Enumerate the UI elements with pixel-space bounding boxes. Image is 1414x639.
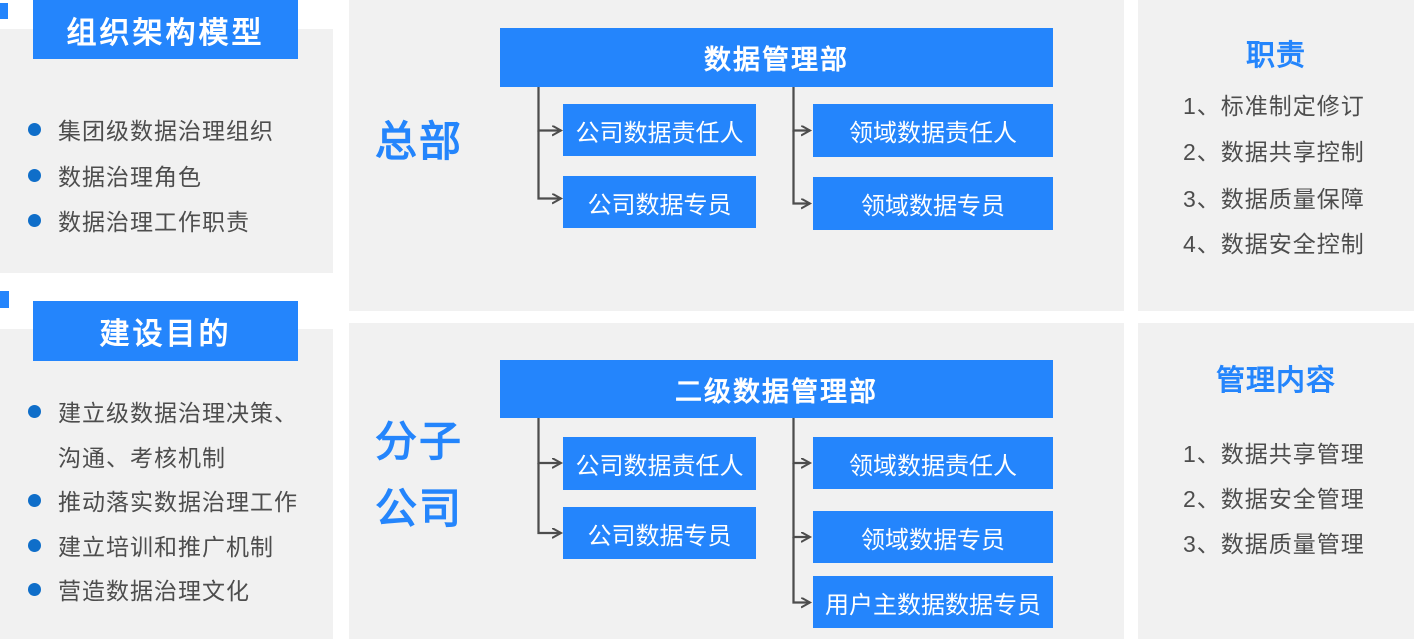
subsidiary-domain-data-specialist-node: 领域数据专员 [813,511,1053,563]
subsidiary-side-label-line2: 公司 [375,485,464,532]
accent-sliver-bottom [0,291,9,308]
subsidiary-org-chart-panel: 分子 公司 二级数据管理部 公司数据责任人 公司数据专员 领域数据责任人 领域数… [349,323,1124,639]
purpose-title: 建设目的 [99,318,232,351]
bullet-icon [28,122,41,136]
subsidiary-side-label-line1: 分子 [375,418,464,465]
hq-domain-data-owner-node: 领域数据责任人 [813,104,1053,157]
list-item-label: 集团级数据治理组织 [58,118,274,144]
subsidiary-company-data-owner-node: 公司数据责任人 [563,437,756,490]
architecture-header: 组织架构模型 [33,0,298,59]
hq-side-label: 总部 [375,118,464,165]
architecture-title: 组织架构模型 [66,16,265,50]
responsibilities-title: 职责 [1245,40,1306,72]
list-item: 建立培训和推广机制 [28,532,274,560]
list-item-label: 数据治理角色 [58,164,202,190]
list-item: 推动落实数据治理工作 [28,487,298,515]
list-item: 营造数据治理文化 [28,576,250,604]
numbered-item: 2、数据安全管理 [1183,486,1365,512]
bullet-icon [28,582,41,596]
bullet-icon [28,404,41,418]
hq-root-node: 数据管理部 [500,28,1053,87]
numbered-item: 2、数据共享控制 [1183,139,1365,165]
bullet-icon [28,493,41,507]
architecture-panel [0,29,333,273]
bullet-icon [28,213,41,227]
list-item-label: 建立级数据治理决策、 [58,400,298,426]
subsidiary-company-data-specialist-node: 公司数据专员 [563,507,756,559]
list-item: 集团级数据治理组织 [28,116,274,144]
purpose-panel [0,329,333,639]
hq-company-data-specialist-node: 公司数据专员 [563,176,756,228]
bullet-icon [28,538,41,552]
numbered-item: 1、标准制定修订 [1183,93,1365,119]
numbered-item: 4、数据安全控制 [1183,231,1365,257]
list-item-label: 建立培训和推广机制 [58,534,274,560]
management-content-panel: 管理内容 1、数据共享管理 2、数据安全管理 3、数据质量管理 [1138,323,1414,639]
subsidiary-side-label: 分子 公司 [375,408,463,542]
accent-sliver-top [0,3,8,19]
bullet-icon [28,168,41,182]
hq-org-chart-panel: 总部 数据管理部 公司数据责任人 公司数据专员 领域数据责任人 领域数据专员 [349,0,1124,311]
purpose-header: 建设目的 [33,301,298,361]
list-item-continuation: 沟通、考核机制 [58,443,226,471]
list-item: 建立级数据治理决策、 [28,398,298,426]
numbered-item: 3、数据质量管理 [1183,531,1365,557]
list-item-label: 沟通、考核机制 [58,445,226,471]
list-item: 数据治理角色 [28,162,202,190]
responsibilities-panel: 职责 1、标准制定修订 2、数据共享控制 3、数据质量保障 4、数据安全控制 [1138,0,1414,311]
connector-svg [537,87,1124,311]
subsidiary-domain-data-owner-node: 领域数据责任人 [813,437,1053,489]
numbered-item: 3、数据质量保障 [1183,186,1365,212]
subsidiary-user-masterdata-specialist-node: 用户主数据数据专员 [813,576,1053,628]
hq-company-data-owner-node: 公司数据责任人 [563,104,756,156]
subsidiary-root-node: 二级数据管理部 [500,360,1053,418]
connector-svg [537,418,1124,639]
list-item-label: 推动落实数据治理工作 [58,489,298,515]
list-item-label: 营造数据治理文化 [58,578,250,604]
hq-domain-data-specialist-node: 领域数据专员 [813,177,1053,230]
list-item-label: 数据治理工作职责 [58,209,250,235]
management-content-title: 管理内容 [1215,365,1336,397]
list-item: 数据治理工作职责 [28,207,250,235]
numbered-item: 1、数据共享管理 [1183,441,1365,467]
